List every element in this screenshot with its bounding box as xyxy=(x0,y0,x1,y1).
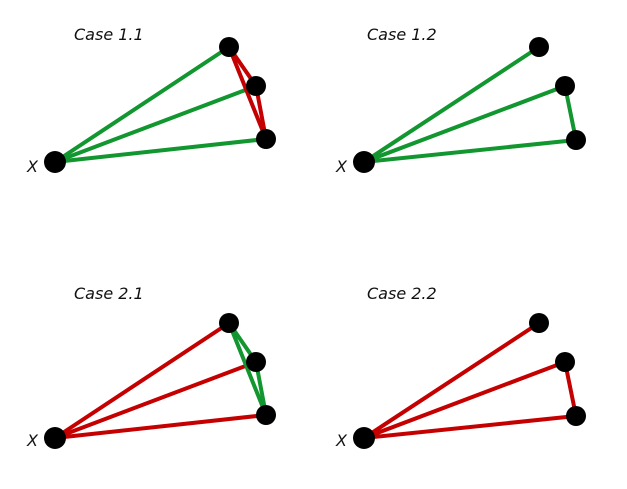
node-3 xyxy=(256,129,276,149)
spoke-edge-2 xyxy=(362,360,567,440)
node-3 xyxy=(566,406,586,426)
origin-node-x xyxy=(353,151,375,173)
spoke-edge-2 xyxy=(362,84,567,164)
node-1 xyxy=(219,313,239,333)
node-1 xyxy=(529,313,549,333)
origin-label-x: X xyxy=(26,431,39,450)
spoke-edge-2 xyxy=(53,360,258,440)
node-3 xyxy=(256,405,276,425)
case-title: Case 2.1 xyxy=(74,284,144,303)
edges-group xyxy=(53,321,268,440)
panel-case-1-2: Case 1.2 X xyxy=(335,25,586,176)
spoke-edge-3 xyxy=(53,413,268,440)
spoke-edge-1 xyxy=(362,45,541,164)
node-2 xyxy=(246,352,266,372)
chain-edge-1-3 xyxy=(227,321,268,417)
spoke-edge-1 xyxy=(53,45,231,164)
node-2 xyxy=(555,352,575,372)
origin-label-x: X xyxy=(335,157,348,176)
origin-node-x xyxy=(44,151,66,173)
origin-node-x xyxy=(44,427,66,449)
panel-case-2-1: Case 2.1 X xyxy=(26,284,276,450)
spoke-edge-1 xyxy=(362,321,541,440)
panel-case-1-1: Case 1.1 X xyxy=(26,25,276,176)
case-title: Case 1.2 xyxy=(367,25,437,44)
spoke-edge-3 xyxy=(53,137,268,164)
origin-label-x: X xyxy=(26,157,39,176)
edges-group xyxy=(53,45,268,164)
spoke-edge-1 xyxy=(53,321,231,440)
node-1 xyxy=(219,37,239,57)
spoke-edge-2 xyxy=(53,84,258,164)
spoke-edge-3 xyxy=(362,138,578,164)
nodes-group xyxy=(353,37,586,173)
nodes-group xyxy=(44,313,276,449)
panel-case-2-2: Case 2.2 X xyxy=(335,284,586,450)
node-2 xyxy=(246,76,266,96)
case-title: Case 1.1 xyxy=(74,25,144,44)
nodes-group xyxy=(353,313,586,449)
spoke-edge-3 xyxy=(362,414,578,440)
edges-group xyxy=(362,321,578,440)
nodes-group xyxy=(44,37,276,173)
origin-label-x: X xyxy=(335,431,348,450)
edges-group xyxy=(362,45,578,164)
node-2 xyxy=(555,76,575,96)
origin-node-x xyxy=(353,427,375,449)
node-1 xyxy=(529,37,549,57)
case-title: Case 2.2 xyxy=(367,284,437,303)
chain-edge-1-3 xyxy=(227,45,268,141)
node-3 xyxy=(566,130,586,150)
